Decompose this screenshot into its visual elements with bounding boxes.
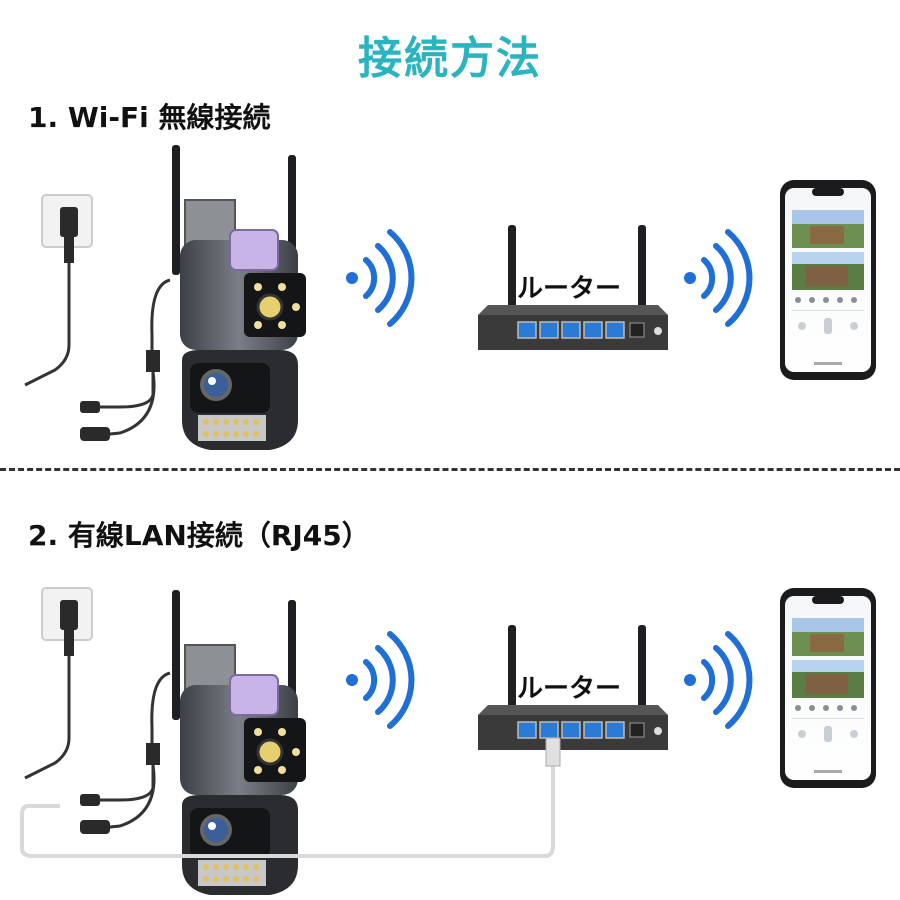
section-lan-label: 2. 有線LAN接続（RJ45） bbox=[28, 519, 370, 552]
lan-signal-icon bbox=[346, 634, 411, 726]
wifi-router-label: ルーター bbox=[517, 274, 622, 304]
lan-signal-icon-2 bbox=[684, 634, 749, 726]
page-title: 接続方法 bbox=[358, 33, 542, 84]
lan-power-adapter bbox=[23, 586, 172, 836]
section-divider bbox=[0, 468, 900, 471]
wifi-camera bbox=[170, 143, 308, 452]
section-wifi-label: 1. Wi-Fi 無線接続 bbox=[28, 101, 271, 134]
lan-smartphone bbox=[780, 588, 876, 788]
wifi-power-adapter bbox=[23, 193, 172, 443]
lan-cable-plug bbox=[545, 737, 561, 767]
wifi-signal-icon bbox=[346, 232, 411, 324]
lan-cable bbox=[20, 745, 555, 858]
lan-camera bbox=[170, 588, 308, 897]
wifi-smartphone bbox=[780, 180, 876, 380]
wifi-signal-icon-2 bbox=[684, 232, 749, 324]
lan-router-label: ルーター bbox=[517, 674, 622, 704]
